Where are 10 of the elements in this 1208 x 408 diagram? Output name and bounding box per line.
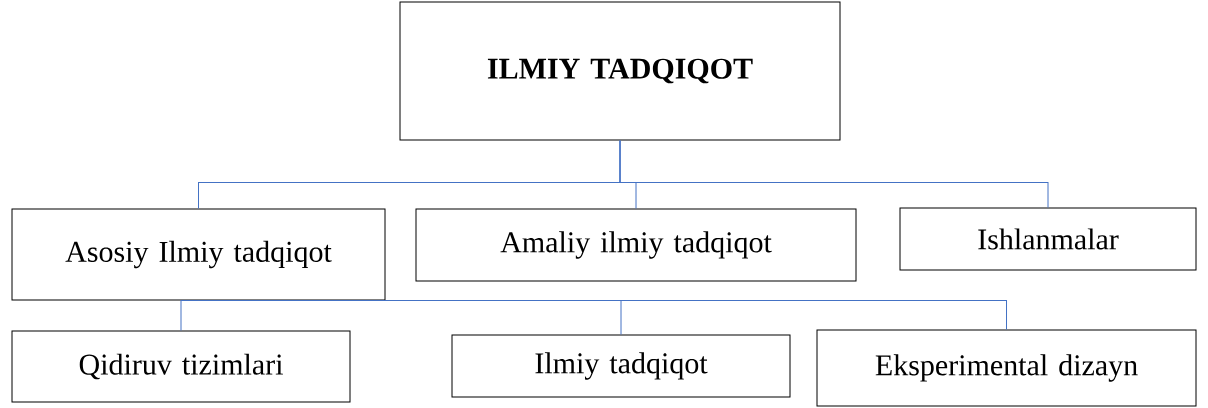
title-box: ILMIY TADQIQOT: [399, 1, 841, 141]
connector-line: [198, 300, 1007, 330]
category-box: Amaliy ilmiy tadqiqot: [415, 208, 857, 282]
category-box: Eksperimental dizayn: [816, 329, 1197, 407]
category-box: Qidiruv tizimlari: [11, 330, 351, 403]
category-box: Asosiy Ilmiy tadqiqot: [11, 208, 386, 301]
connector-line: [180, 300, 199, 331]
category-box: Ilmiy tadqiqot: [451, 334, 791, 398]
connector-line: [619, 140, 1049, 208]
category-box: Ishlanmalar: [899, 207, 1197, 271]
